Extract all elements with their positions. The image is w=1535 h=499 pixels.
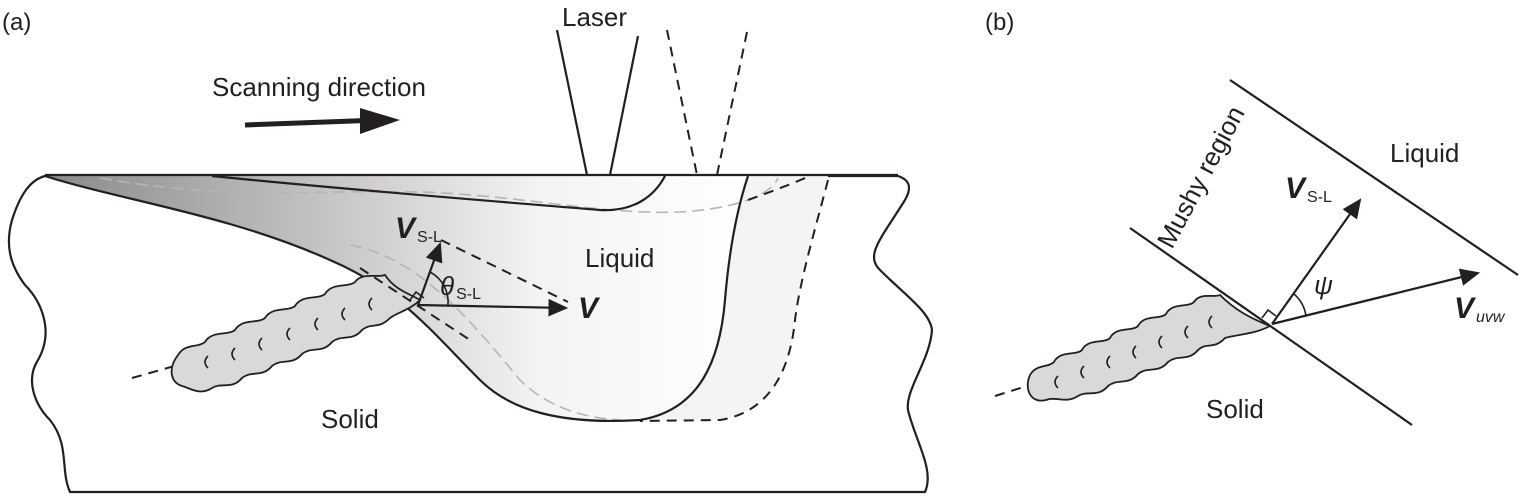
solid-label-b: Solid <box>1206 394 1264 424</box>
scanning-arrow-head <box>360 108 400 134</box>
psi-label-b: ψ <box>1314 270 1333 300</box>
mushy-solid-boundary <box>1129 227 1413 426</box>
dendrite-b-teeth <box>1054 315 1213 389</box>
dendrite-a-teeth <box>204 297 373 369</box>
v-vector-a <box>417 298 569 317</box>
laser-beam-right <box>608 35 640 176</box>
mushy-region-label: Mushy region <box>1151 101 1251 253</box>
laser-beam-prev-right <box>716 31 748 176</box>
v-sl-vector-b <box>1271 198 1362 325</box>
v-sl-vector-a <box>416 241 443 306</box>
laser-beam-left <box>555 29 589 176</box>
liquid-label-a: Liquid <box>585 243 654 273</box>
dendrite-a-body <box>170 273 422 393</box>
substrate-block <box>7 174 934 494</box>
pool-main-boundary <box>44 174 750 423</box>
dendrite-b-body <box>1026 293 1273 402</box>
v-label-a: V <box>578 292 601 325</box>
panel-a-tag: (a) <box>2 9 31 36</box>
theta-arc-a <box>429 271 449 306</box>
v-component-dashed-1 <box>440 239 569 303</box>
dendrite-a-tail <box>131 364 179 379</box>
scanning-direction-arrow <box>244 117 381 128</box>
ghost-contour-deep <box>349 244 621 421</box>
liquid-label-b: Liquid <box>1390 138 1459 168</box>
dendrite-b <box>994 293 1273 402</box>
solid-label-a: Solid <box>321 404 379 434</box>
laser-beam-prev-left <box>666 29 698 176</box>
previous-pool-region <box>600 176 828 420</box>
dendrite-a <box>131 273 422 393</box>
scanning-direction-label: Scanning direction <box>212 72 426 102</box>
right-angle-marker-b <box>1261 308 1277 319</box>
laser-label: Laser <box>562 2 627 32</box>
mushy-liquid-boundary <box>1229 79 1519 276</box>
psi-arc-b <box>1293 293 1307 317</box>
pool-upper-boundary <box>211 174 666 212</box>
interface-tangent-a <box>359 267 471 341</box>
previous-pool-boundary <box>639 175 829 422</box>
ghost-contour-top <box>99 177 779 214</box>
panel-a: (a) Laser Scanning direction Liquid Soli… <box>2 2 934 494</box>
panel-b-tag: (b) <box>985 9 1014 36</box>
dendrite-b-tail <box>994 384 1031 397</box>
